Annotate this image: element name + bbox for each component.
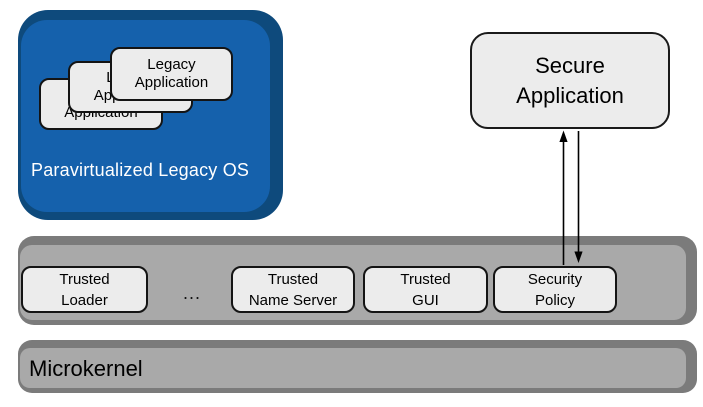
security-policy-box: Security Policy <box>493 266 617 313</box>
trusted-name-server-label: Trusted Name Server <box>248 270 338 309</box>
trusted-gui-box: Trusted GUI <box>363 266 488 313</box>
security-policy-label: Security Policy <box>527 270 583 309</box>
secure-application-label: Secure Application <box>516 52 624 108</box>
trusted-loader-box: Trusted Loader <box>21 266 148 313</box>
trusted-gui-label: Trusted GUI <box>400 270 451 309</box>
secure-application-box: Secure Application <box>470 32 670 129</box>
legacy-os-label: Paravirtualized Legacy OS <box>31 160 250 180</box>
more-services-ellipsis: ... <box>182 283 201 303</box>
legacy-application-card-front: Legacy Application <box>110 47 233 101</box>
microkernel-bar: Microkernel <box>18 340 697 393</box>
microkernel-label: Microkernel <box>29 355 143 381</box>
legacy-application-label: Legacy Application <box>134 55 209 91</box>
trusted-loader-label: Trusted Loader <box>59 270 110 309</box>
microkernel-surface <box>20 348 686 388</box>
trusted-name-server-box: Trusted Name Server <box>231 266 355 313</box>
